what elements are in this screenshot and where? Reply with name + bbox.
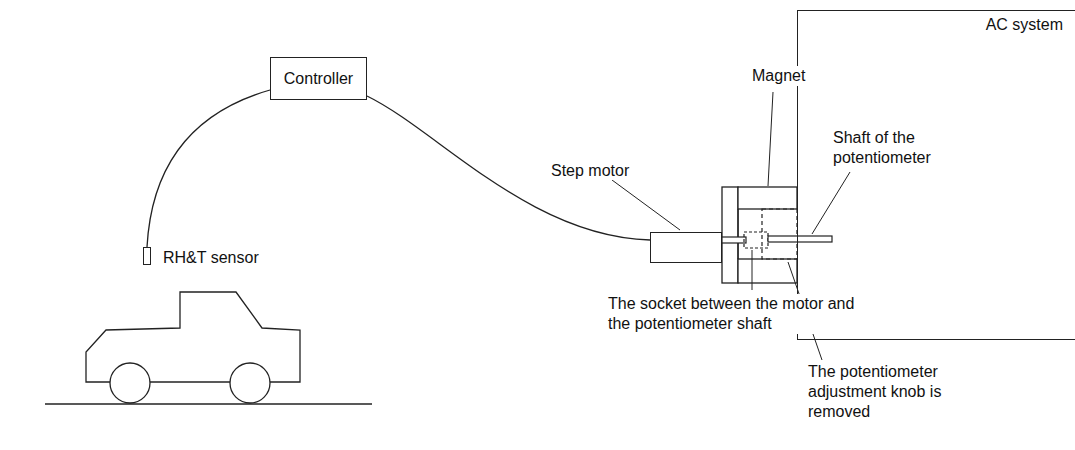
shaft-parts [722, 209, 832, 259]
mount-edge [737, 209, 738, 259]
car-wheel [110, 363, 150, 403]
wire-path [367, 96, 650, 240]
note-label: The socket between the motor and the pot… [608, 294, 858, 334]
ground-line [45, 403, 372, 404]
sensor-box: RH&T sensor [143, 247, 151, 265]
node-label: AC system [986, 15, 1063, 34]
wire-path [147, 90, 270, 247]
wire-connector [147, 90, 270, 247]
note-label: The potentiometer adjustment knob is rem… [808, 362, 968, 422]
removed-knob [762, 209, 797, 259]
leader-line [812, 172, 850, 234]
node-label: Step motor [551, 161, 629, 180]
potentiometer-shaft [768, 236, 832, 242]
magnet-mount [722, 187, 797, 283]
magnet-block [738, 187, 797, 209]
leader-line [752, 250, 753, 290]
socket [744, 232, 768, 248]
controller-box: Controller [270, 57, 367, 100]
node-label: RH&T sensor [163, 248, 259, 267]
car-sill [150, 381, 230, 382]
car-drawing [45, 292, 372, 404]
step-motor-box: Step motor [650, 232, 722, 263]
mount-plate [722, 187, 738, 283]
part-label: Magnet [752, 66, 832, 86]
car-wheel [230, 363, 270, 403]
part-label: Shaft of the potentiometer [833, 128, 953, 168]
leader-line [768, 92, 773, 186]
motor-shaft [722, 237, 746, 243]
leader-line [612, 180, 680, 230]
node-label: Controller [284, 69, 353, 88]
wire-connector [367, 96, 650, 240]
ac-system-box: AC system [797, 10, 1075, 340]
